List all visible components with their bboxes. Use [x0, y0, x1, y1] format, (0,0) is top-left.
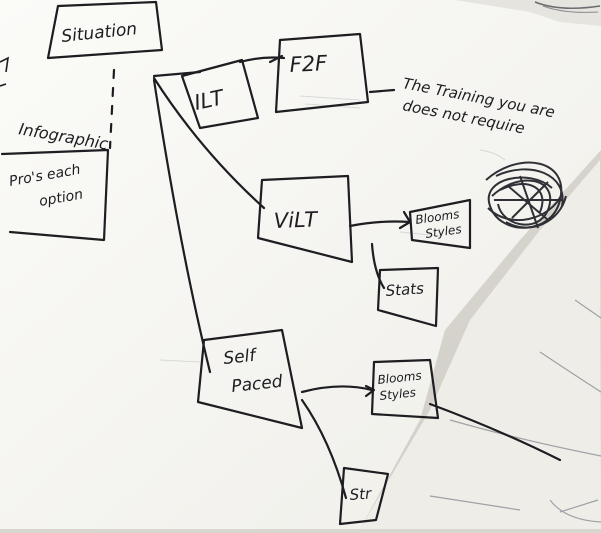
vilt-box [256, 174, 354, 264]
vilt-label: ViLT [273, 207, 319, 233]
blooms-styles-box-2 [370, 358, 440, 420]
pros-label-line2: option [38, 186, 84, 209]
f2f-label: F2F [289, 51, 329, 77]
blooms-styles-1-line2: Styles [424, 222, 462, 241]
stats-box [376, 266, 440, 328]
blooms-styles-1-line1: Blooms [414, 207, 460, 227]
scribble-mark [485, 161, 567, 229]
ilt-box [180, 58, 260, 130]
stats-box-2-partial [338, 466, 390, 526]
situation-box [46, 0, 164, 60]
blooms-styles-2-line1: Blooms [377, 368, 422, 387]
stats-2-partial-label: Str [349, 484, 373, 504]
blooms-styles-box-1 [408, 198, 472, 250]
self-paced-label-line1: Self [222, 345, 259, 369]
stats-1-label: Stats [385, 279, 425, 300]
f2f-box [274, 32, 370, 114]
second-paper-sheet [360, 160, 601, 529]
blooms-styles-2-line2: Styles [379, 385, 417, 403]
self-paced-box [196, 328, 304, 430]
pros-box [0, 148, 110, 242]
